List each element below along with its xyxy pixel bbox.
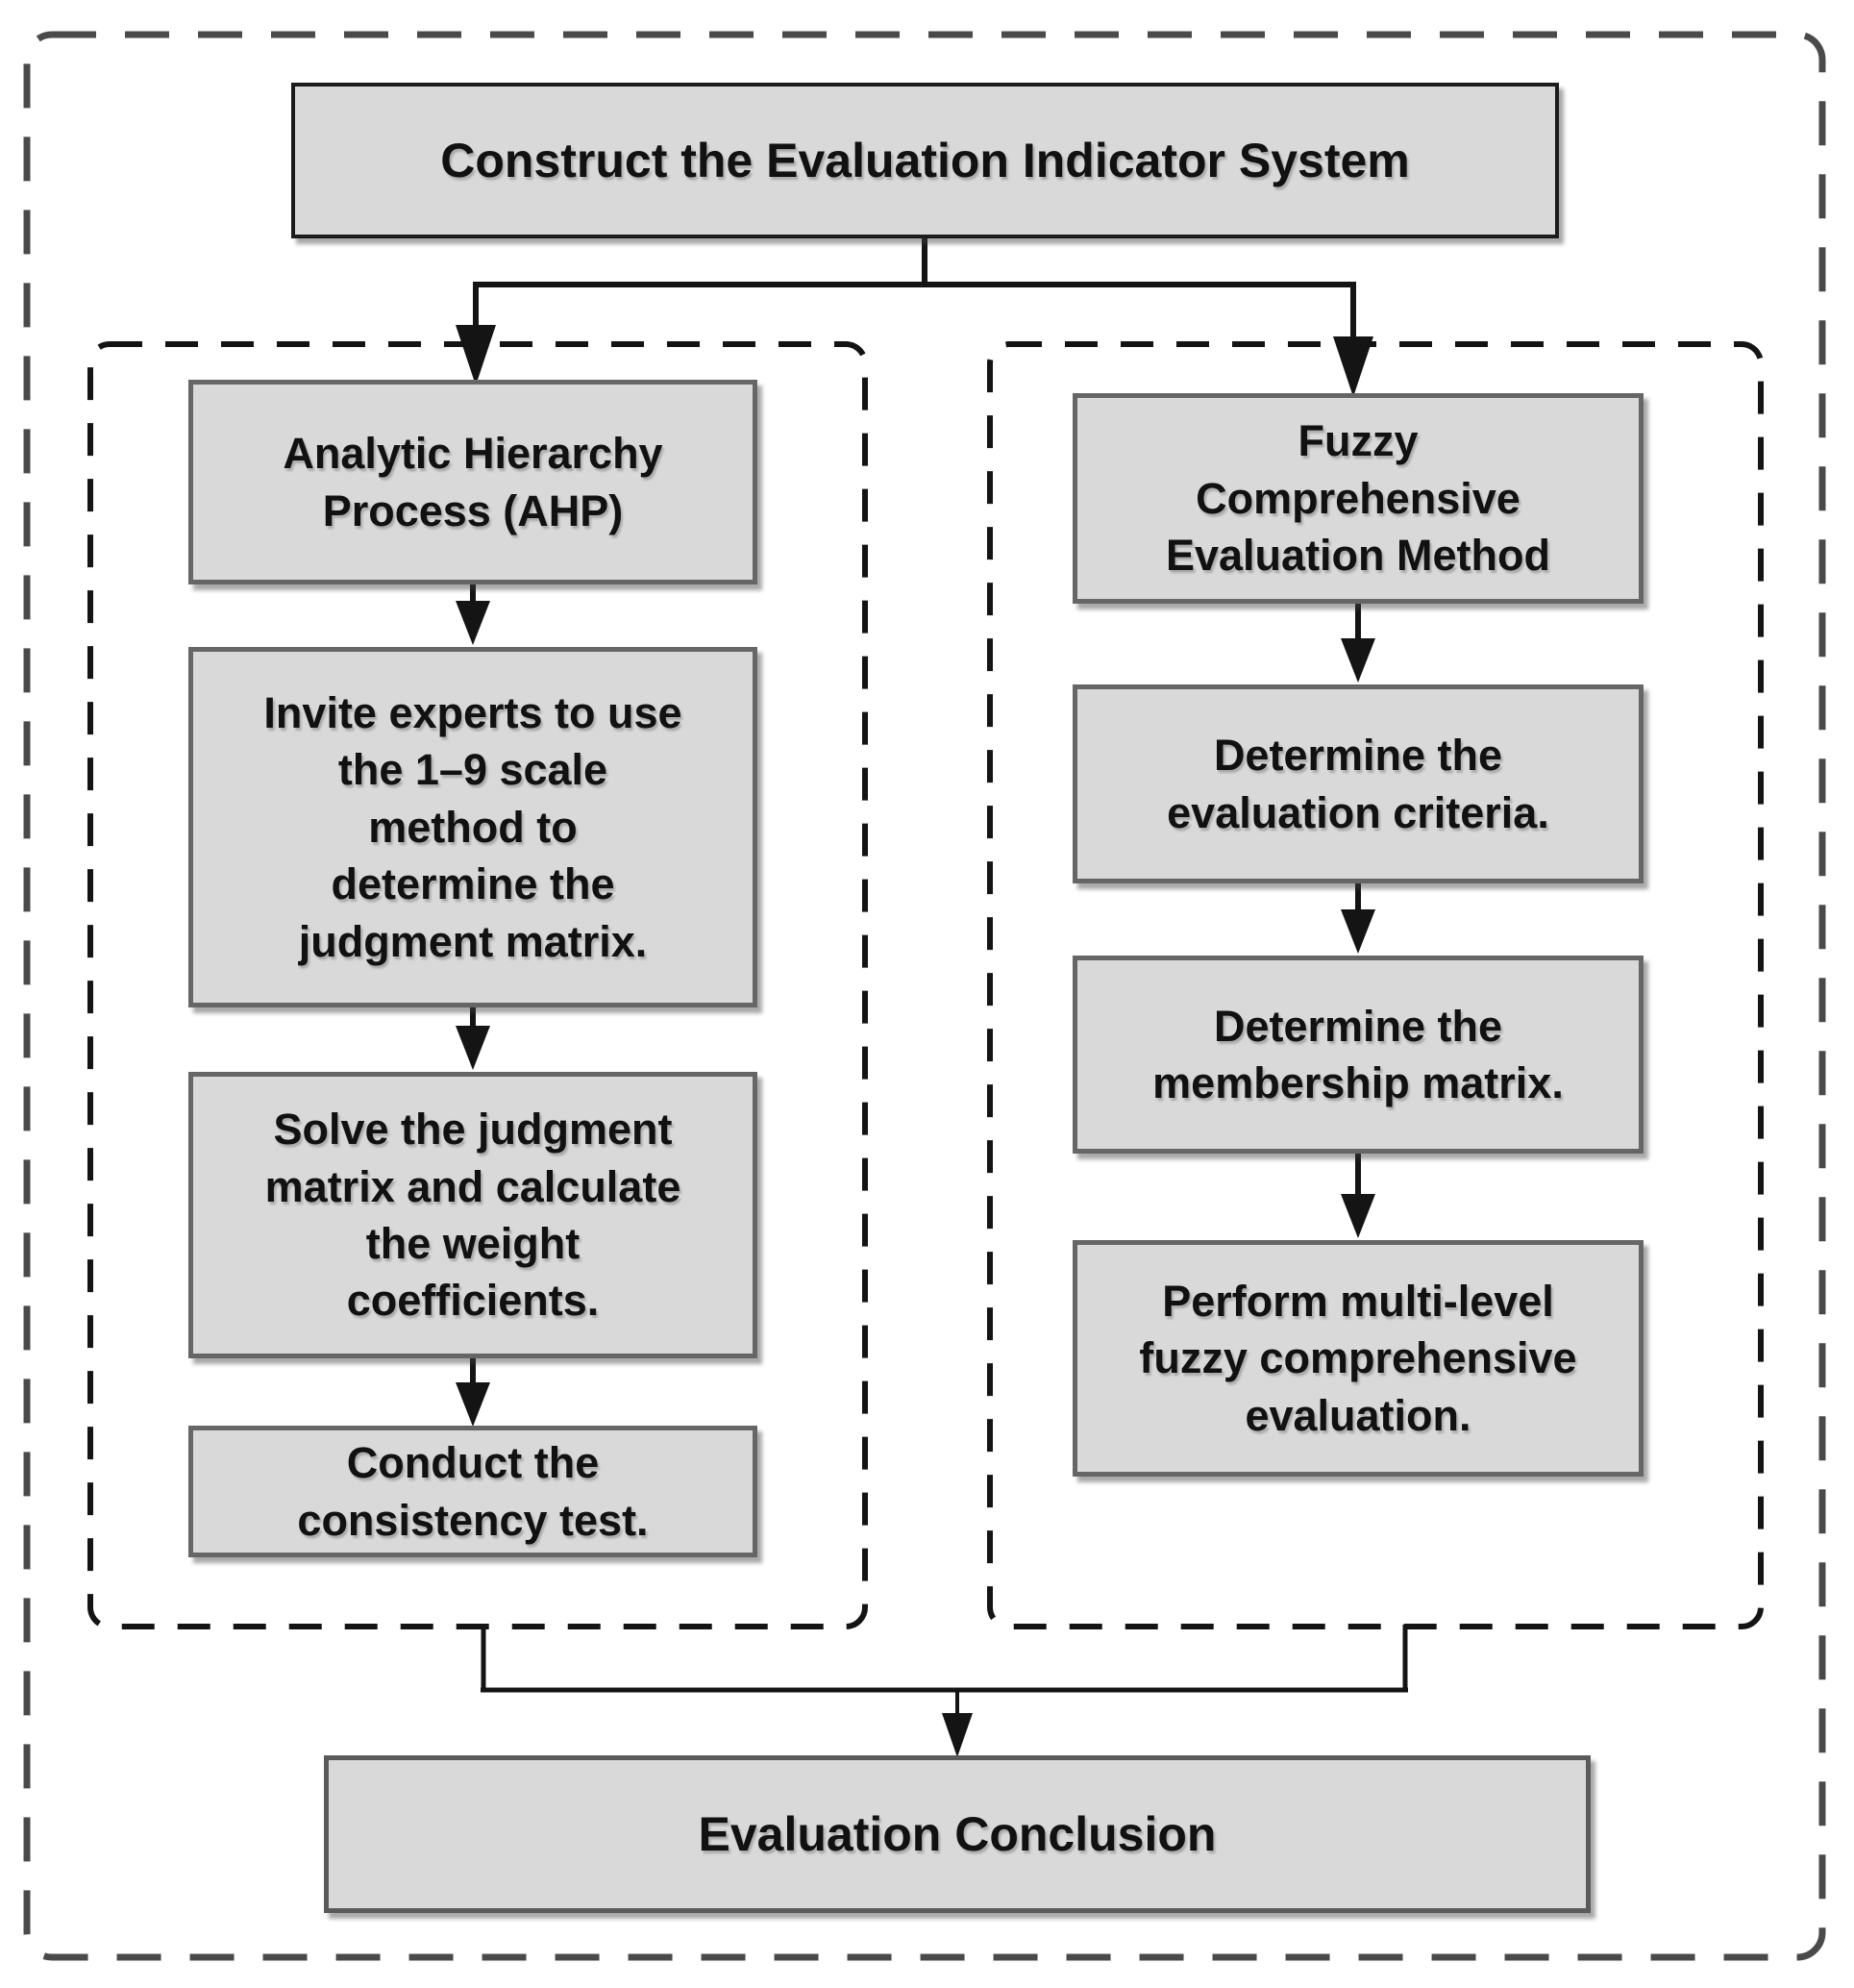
solve-to-conduct-arrowhead-icon xyxy=(456,1382,490,1427)
construct-indicator-system-box: Construct the Evaluation Indicator Syste… xyxy=(291,83,1559,238)
invite-experts-box: Invite experts to use the 1–9 scale meth… xyxy=(188,647,757,1007)
multilevel-evaluation-box: Perform multi-level fuzzy comprehensive … xyxy=(1073,1240,1644,1477)
ahp-box: Analytic Hierarchy Process (AHP) xyxy=(188,380,757,584)
fuzzy-method-box: Fuzzy Comprehensive Evaluation Method xyxy=(1073,393,1644,604)
invite-to-solve-arrowhead-icon xyxy=(456,1026,490,1070)
membership-matrix-box: Determine the membership matrix. xyxy=(1073,956,1644,1154)
criteria-to-membership-arrowhead-icon xyxy=(1341,909,1375,954)
consistency-test-box: Conduct the consistency test. xyxy=(188,1426,757,1557)
fuzzy-to-criteria-arrowhead-icon xyxy=(1341,638,1375,683)
left-branch-arrowhead-icon xyxy=(456,325,496,385)
solve-judgment-matrix-box: Solve the judgment matrix and calculate … xyxy=(188,1072,757,1358)
evaluation-conclusion-box: Evaluation Conclusion xyxy=(324,1755,1591,1913)
ahp-to-invite-arrowhead-icon xyxy=(456,601,490,645)
membership-to-perform-arrowhead-icon xyxy=(1341,1194,1375,1238)
right-branch-arrowhead-icon xyxy=(1333,336,1373,397)
conclusion-arrowhead-icon xyxy=(942,1713,973,1757)
evaluation-criteria-box: Determine the evaluation criteria. xyxy=(1073,684,1644,883)
